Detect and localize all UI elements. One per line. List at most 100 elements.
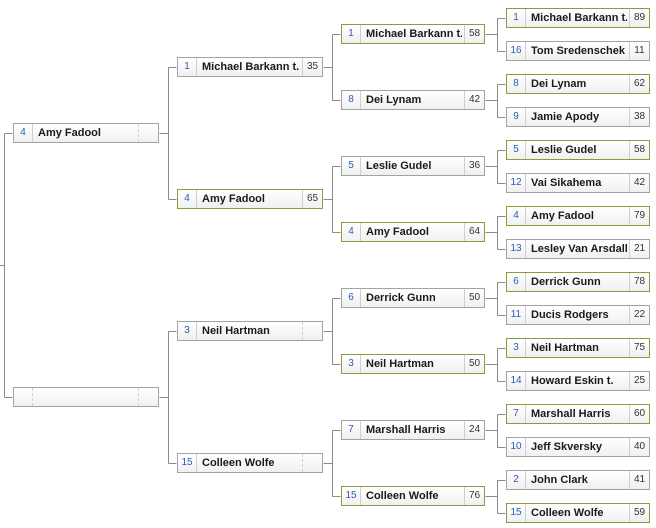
- seed-number: 4: [178, 190, 197, 208]
- team-score: 58: [464, 25, 484, 43]
- team-name: Derrick Gunn: [531, 276, 601, 288]
- team-score: 50: [464, 355, 484, 373]
- team-name: [38, 388, 136, 406]
- team-slot[interactable]: [13, 387, 159, 407]
- seed-number: 6: [342, 289, 361, 307]
- team-slot[interactable]: 15 Colleen Wolfe: [177, 453, 323, 473]
- team-name: Vai Sikahema: [531, 177, 602, 189]
- team-score: 50: [464, 289, 484, 307]
- team-name: Dei Lynam: [531, 78, 587, 90]
- team-score: 75: [629, 339, 649, 357]
- team-name: Michael Barkann t.: [366, 28, 462, 40]
- team-score: 76: [464, 487, 484, 505]
- seed-number: 8: [507, 75, 526, 93]
- team-score: 64: [464, 223, 484, 241]
- team-score: 35: [302, 58, 322, 76]
- seed-number: 9: [507, 108, 526, 126]
- seed-number: 14: [507, 372, 526, 390]
- seed-number: 1: [178, 58, 197, 76]
- team-score: 59: [629, 504, 649, 522]
- team-name: Leslie Gudel: [531, 144, 597, 156]
- team-score: [302, 322, 322, 340]
- team-slot[interactable]: 16 Tom Sredenschek 11: [506, 41, 650, 61]
- team-slot[interactable]: 1 Michael Barkann t.89: [506, 8, 650, 28]
- seed-number: 3: [178, 322, 197, 340]
- team-score: 40: [629, 438, 649, 456]
- team-slot[interactable]: 4 Amy Fadool 65: [177, 189, 323, 209]
- team-slot[interactable]: 7 Marshall Harris 60: [506, 404, 650, 424]
- seed-number: 5: [507, 141, 526, 159]
- team-name: Michael Barkann t.: [531, 12, 627, 24]
- team-score: 89: [629, 9, 649, 27]
- team-name: Ducis Rodgers: [531, 309, 609, 321]
- team-score: 79: [629, 207, 649, 225]
- team-slot[interactable]: 11 Ducis Rodgers 22: [506, 305, 650, 325]
- team-score: 58: [629, 141, 649, 159]
- team-name: Amy Fadool: [202, 193, 265, 205]
- seed-number: 4: [14, 124, 33, 142]
- team-name: Neil Hartman: [202, 325, 270, 337]
- team-name: Marshall Harris: [531, 408, 611, 420]
- seed-number: 1: [342, 25, 361, 43]
- seed-number: 16: [507, 42, 526, 60]
- team-name: Dei Lynam: [366, 94, 422, 106]
- team-slot[interactable]: 1 Michael Barkann t.58: [341, 24, 485, 44]
- team-slot[interactable]: 5 Leslie Gudel 58: [506, 140, 650, 160]
- team-name: Tom Sredenschek: [531, 45, 625, 57]
- team-score: 38: [629, 108, 649, 126]
- team-score: 11: [629, 42, 649, 60]
- team-score: 65: [302, 190, 322, 208]
- seed-number: 15: [178, 454, 197, 472]
- team-name: Derrick Gunn: [366, 292, 436, 304]
- team-score: [138, 388, 158, 406]
- team-slot[interactable]: 6 Derrick Gunn 50: [341, 288, 485, 308]
- team-score: 60: [629, 405, 649, 423]
- team-name: Colleen Wolfe: [366, 490, 439, 502]
- team-slot[interactable]: 9 Jamie Apody 38: [506, 107, 650, 127]
- seed-number: 4: [507, 207, 526, 225]
- seed-number: 7: [342, 421, 361, 439]
- team-name: Neil Hartman: [531, 342, 599, 354]
- team-name: Colleen Wolfe: [531, 507, 604, 519]
- team-name: Neil Hartman: [366, 358, 434, 370]
- seed-number: 7: [507, 405, 526, 423]
- seed-number: 1: [507, 9, 526, 27]
- team-name: Leslie Gudel: [366, 160, 432, 172]
- team-slot[interactable]: 3 Neil Hartman: [177, 321, 323, 341]
- team-score: 41: [629, 471, 649, 489]
- team-name: Howard Eskin t.: [531, 375, 614, 387]
- team-name: Lesley Van Arsdall: [531, 243, 627, 255]
- team-name: Marshall Harris: [366, 424, 446, 436]
- team-slot[interactable]: 15 Colleen Wolfe 59: [506, 503, 650, 523]
- seed-number: 2: [507, 471, 526, 489]
- seed-number: [14, 388, 33, 406]
- team-name: Jamie Apody: [531, 111, 600, 123]
- team-name: Amy Fadool: [366, 226, 429, 238]
- seed-number: 15: [507, 504, 526, 522]
- seed-number: 11: [507, 306, 526, 324]
- seed-number: 13: [507, 240, 526, 258]
- team-score: 21: [629, 240, 649, 258]
- team-name: Jeff Skversky: [531, 441, 602, 453]
- team-name: Colleen Wolfe: [202, 457, 275, 469]
- team-score: 22: [629, 306, 649, 324]
